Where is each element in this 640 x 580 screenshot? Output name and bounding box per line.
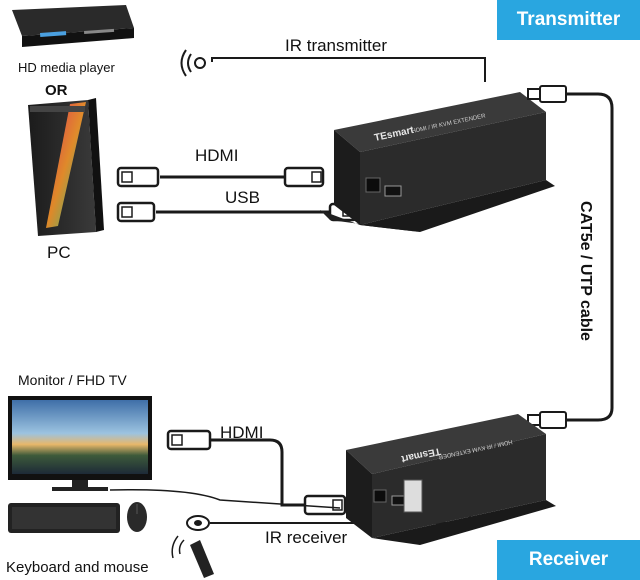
- keyboard-mouse-label: Keyboard and mouse: [6, 559, 149, 576]
- hdmi-plug-icon: [116, 166, 160, 188]
- transmitter-badge-label: Transmitter: [516, 9, 621, 30]
- remote-icon: [171, 535, 214, 578]
- monitor-label: Monitor / FHD TV: [18, 372, 127, 388]
- dvd-player-icon: [12, 5, 134, 47]
- ir-transmitter-cable: [180, 49, 486, 82]
- hdmi-plug-icon: [303, 494, 347, 516]
- hd-media-player-label: HD media player: [18, 60, 115, 75]
- pc-label: PC: [47, 243, 71, 262]
- hdmi-cable-top: [116, 166, 325, 188]
- usb-plug-icon: [116, 201, 156, 223]
- ir-receiver-label: IR receiver: [265, 528, 348, 547]
- keyboard-icon: [8, 503, 120, 533]
- or-label: OR: [45, 82, 68, 99]
- cable-label: CAT5e / UTP cable: [577, 201, 594, 341]
- usb-label: USB: [225, 188, 260, 207]
- hdmi-plug-icon: [283, 166, 325, 188]
- ir-sensor-icon: [186, 515, 210, 531]
- pc-tower-icon: [28, 98, 104, 236]
- mouse-icon: [127, 502, 147, 532]
- transmitter-device: TEsmart HDMI / IR KVM EXTENDER: [320, 92, 555, 232]
- receiver-badge-label: Receiver: [528, 549, 609, 570]
- usb-keyboard-cable: [109, 488, 341, 509]
- hdmi-top-label: HDMI: [195, 146, 239, 165]
- receiver-badge: Receiver: [497, 540, 640, 580]
- rj45-connector-icon: [527, 411, 567, 429]
- cat5e-cable: [527, 85, 614, 429]
- hdmi-bottom-label: HDMI: [220, 423, 264, 442]
- hdmi-cable-bottom: [166, 429, 347, 516]
- transmitter-badge: Transmitter: [497, 0, 640, 40]
- ir-transmitter-label: IR transmitter: [285, 36, 388, 55]
- receiver-device: TEsmart HDMI / IR KVM EXTENDER: [346, 414, 556, 545]
- hdmi-plug-icon: [166, 429, 212, 451]
- monitor-icon: [8, 396, 152, 491]
- rj45-connector-icon: [527, 85, 567, 103]
- ir-emitter-icon: [180, 49, 206, 77]
